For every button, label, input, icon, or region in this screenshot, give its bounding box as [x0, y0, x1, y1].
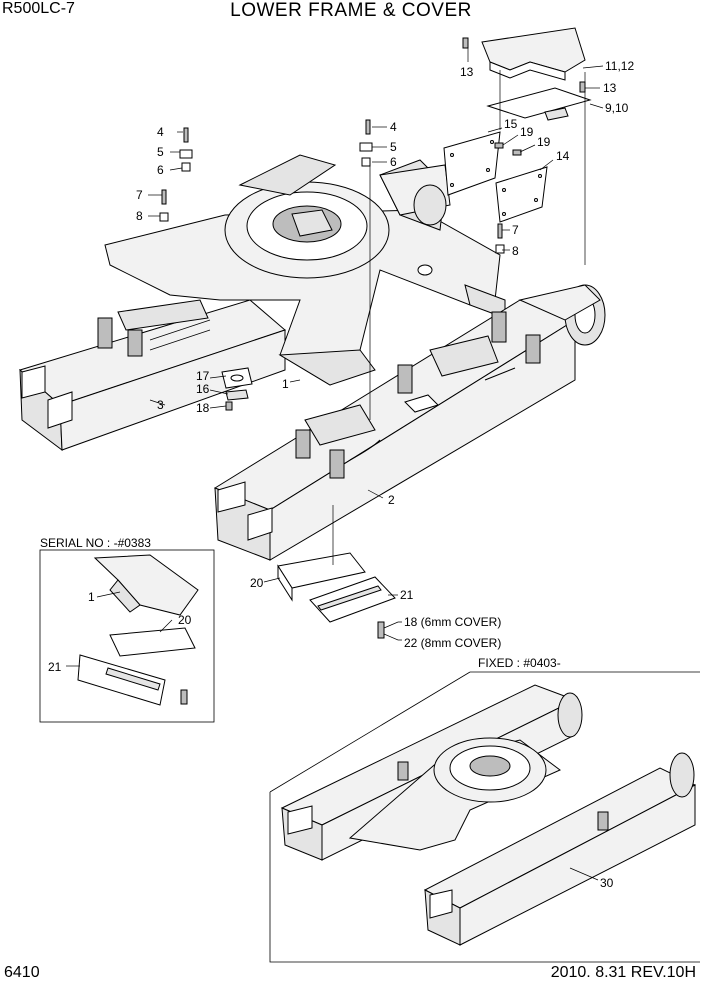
bolt-4-left [179, 127, 193, 172]
bottom-cover-20 [277, 552, 366, 602]
mount-pad-17 [221, 367, 253, 411]
label-18: 18 [196, 401, 210, 415]
top-cover-11-12 [481, 27, 586, 81]
label-4b: 4 [390, 120, 397, 134]
bolt-4-right [359, 119, 373, 167]
label-14: 14 [556, 149, 570, 163]
serial-label-1: 1 [88, 590, 95, 604]
bolt-19b [512, 149, 522, 156]
rear-axle-housing [379, 164, 451, 226]
label-8a: 8 [136, 209, 143, 223]
label-9-10: 9,10 [605, 101, 629, 115]
bottom-cover-21 [309, 576, 396, 623]
fixed-label-30: 30 [600, 876, 614, 890]
side-frame-left [18, 299, 286, 452]
bolt-13b [579, 81, 586, 93]
note-bolt-6mm: 18 (6mm COVER) [404, 615, 501, 629]
cover-plate-15 [443, 131, 501, 196]
label-7a: 7 [136, 188, 143, 202]
label-6a: 6 [157, 163, 164, 177]
bolt-13a [462, 37, 469, 49]
label-2: 2 [388, 493, 395, 507]
serial-label-20: 20 [178, 613, 192, 627]
side-frame-right [213, 284, 606, 561]
revision-date: 2010. 8.31 REV.10H [550, 964, 696, 981]
page-title: LOWER FRAME & COVER [230, 0, 472, 21]
serial-label-21: 21 [48, 660, 62, 674]
label-5a: 5 [157, 145, 164, 159]
leader-lines [148, 48, 604, 641]
bolt-19a [494, 142, 504, 149]
fixed-caption: FIXED : #0403- [478, 656, 561, 670]
label-20: 20 [250, 576, 264, 590]
model-name: R500LC-7 [2, 0, 75, 17]
label-3: 3 [157, 398, 164, 412]
label-15: 15 [504, 117, 518, 131]
label-13b: 13 [603, 81, 617, 95]
label-8b: 8 [512, 244, 519, 258]
page-number: 6410 [4, 964, 40, 981]
part-labels: 4 5 6 7 8 4 5 6 7 8 13 11,12 13 9,10 15 … [40, 59, 634, 890]
cover-plate-9-10 [486, 87, 592, 121]
label-1: 1 [282, 377, 289, 391]
bolt-7-right [495, 223, 505, 254]
label-13a: 13 [460, 65, 474, 79]
label-19a: 19 [520, 125, 534, 139]
note-bolt-8mm: 22 (8mm COVER) [404, 636, 501, 650]
label-11-12: 11,12 [605, 59, 634, 73]
label-16: 16 [196, 382, 210, 396]
serial-caption: SERIAL NO : -#0383 [40, 536, 151, 550]
bolt-7-left [159, 189, 169, 222]
label-7b: 7 [512, 223, 519, 237]
label-5b: 5 [390, 140, 397, 154]
label-4a: 4 [157, 125, 164, 139]
bolt-18-22 [377, 621, 385, 639]
cover-plate-14 [495, 166, 548, 223]
serial-inset [39, 549, 215, 723]
label-6b: 6 [390, 155, 397, 169]
label-21: 21 [400, 588, 414, 602]
label-17: 17 [196, 369, 210, 383]
label-19b: 19 [537, 135, 551, 149]
fixed-inset [269, 671, 700, 963]
lower-frame-assembly [18, 27, 606, 639]
